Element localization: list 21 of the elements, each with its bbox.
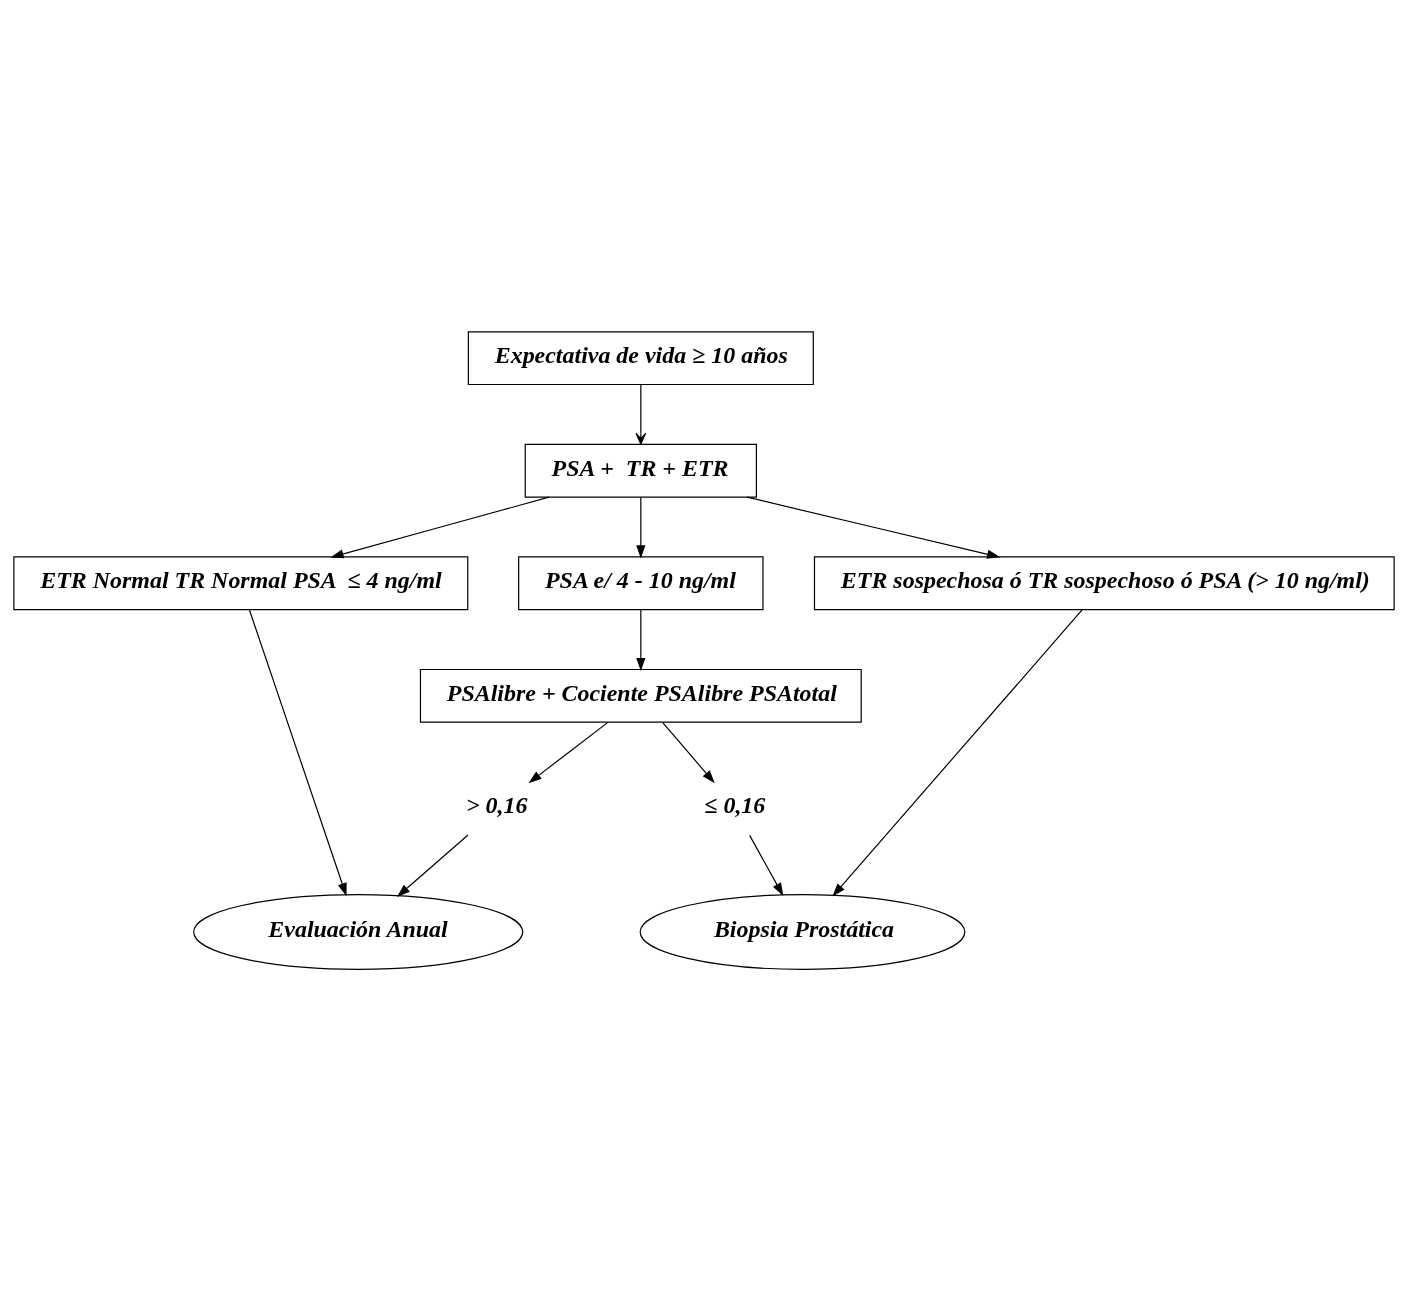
node-ellipse: Biopsia Prostática [639,893,966,970]
node-box: PSA + TR + ETR [524,443,757,498]
arrow [662,722,715,784]
arrow [248,609,347,897]
arrow [635,384,647,445]
arrow [528,721,609,784]
arrow [746,496,1001,559]
node-box: Expectativa de vida ≥ 10 años [467,331,814,386]
arrow [832,609,1083,897]
node-text: ≤ 0,16 [704,792,766,819]
arrow [636,609,646,672]
node-box: ETR sospechosa ó TR sospechoso ó PSA (> 10 ng/ml) [813,556,1395,611]
node-box: PSAlibre + Cociente PSAlibre PSAtotal [419,668,862,723]
node-text: > 0,16 [465,792,528,819]
node-ellipse: Evaluación Anual [193,893,524,970]
arrow [636,496,646,559]
node-box: PSA e/ 4 - 10 ng/ml [518,556,764,611]
arrow [396,834,469,897]
arrow [330,496,550,559]
node-box: ETR Normal TR Normal PSA ≤ 4 ng/ml [13,556,469,611]
arrow [749,834,784,897]
